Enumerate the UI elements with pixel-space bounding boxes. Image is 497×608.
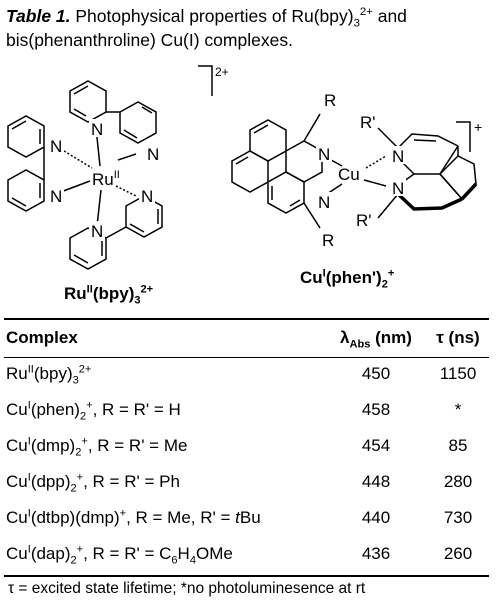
phen-ring-c: [231, 150, 269, 193]
cu-r-bottom: R: [322, 231, 334, 250]
bpy-bottom-ring-left: [69, 227, 107, 270]
table-rule-header: [4, 357, 489, 358]
cu-r-top: R: [324, 91, 336, 110]
cu-n-left-top: N: [318, 145, 330, 164]
header-lifetime: τ (ns): [436, 328, 480, 347]
ru-bpy-structure: 2+ N N N N: [7, 65, 229, 270]
table-row: CuI(dap)2+, R = R' = C6H4OMe 436 260: [6, 536, 488, 572]
cell-complex: RuII(bpy)32+: [6, 363, 92, 387]
cu-charge: +: [474, 119, 482, 135]
ru-atom: RuII: [92, 169, 120, 189]
header-complex: Complex: [6, 328, 78, 347]
cell-abs: 450: [361, 364, 391, 383]
cell-complex: CuI(phen)2+, R = R' = H: [6, 399, 181, 423]
cell-complex: CuI(dpp)2+, R = R' = Ph: [6, 471, 180, 495]
table-footnote: τ = excited state lifetime; *no photolum…: [8, 580, 366, 597]
table-row: CuI(dpp)2+, R = R' = Ph 448 280: [6, 464, 488, 500]
bpy-left-ring-top: [7, 115, 45, 158]
caption-lead: Table 1.: [6, 6, 71, 26]
chemical-structures: 2+ N N N N: [7, 65, 482, 270]
caption-sup: 2+: [359, 6, 373, 19]
caption-text-2: and bis(phenanthroline) Cu(I) complexes.: [6, 6, 407, 50]
cell-abs: 436: [361, 544, 391, 563]
ru-structure-label: RuII(bpy)32+: [64, 283, 154, 307]
ru-n-bottom: N: [91, 222, 103, 241]
cell-tau: 85: [448, 436, 468, 455]
bpy-left-ring-bottom: [7, 169, 45, 212]
table-caption: Table 1. Photophysical properties of Ru(…: [6, 4, 494, 52]
caption-text: Photophysical properties of Ru(bpy): [70, 6, 354, 26]
table-rule-top: [4, 318, 489, 320]
phen-ring-d: [267, 171, 305, 214]
cell-tau: 260: [443, 544, 473, 563]
photophysics-table: Complex λAbs (nm) τ (ns) RuII(bpy)32+ 45…: [6, 320, 488, 572]
table-rule-bottom: [4, 575, 489, 577]
cell-tau: 1150: [439, 364, 477, 383]
cu-rprime-bottom: R': [356, 211, 372, 230]
bpy-top-ring-left: [69, 80, 107, 123]
table-row: RuII(bpy)32+ 450 1150: [6, 356, 488, 392]
bpy-top-ring-right: [119, 101, 157, 144]
ru-charge: 2+: [215, 65, 229, 79]
cell-tau: *: [454, 400, 462, 419]
cu-n-right-bottom: N: [392, 179, 404, 198]
cell-complex: CuI(dtbp)(dmp)+, R = Me, R' = tBu: [6, 507, 261, 527]
cu-rprime-top: R': [360, 113, 376, 132]
cell-complex: CuI(dmp)2+, R = R' = Me: [6, 435, 188, 459]
cu-n-left-bottom: N: [318, 193, 330, 212]
ru-n-left-bottom: N: [50, 187, 62, 206]
table-row: CuI(phen)2+, R = R' = H 458 *: [6, 392, 488, 428]
ru-n-top: N: [91, 120, 103, 139]
table-header-row: Complex λAbs (nm) τ (ns): [6, 320, 488, 356]
cu-structure-label: CuI(phen')2+: [300, 267, 395, 291]
table-row: CuI(dmp)2+, R = R' = Me 454 85: [6, 428, 488, 464]
cell-abs: 440: [361, 508, 391, 527]
cu-phen-structure: + N N N: [231, 91, 482, 250]
cell-abs: 454: [361, 436, 391, 455]
cell-abs: 448: [361, 472, 391, 491]
cell-tau: 730: [443, 508, 473, 527]
table-row: CuI(dtbp)(dmp)+, R = Me, R' = tBu 440 73…: [6, 500, 488, 536]
cell-complex: CuI(dap)2+, R = R' = C6H4OMe: [6, 543, 233, 567]
cu-n-right-top: N: [392, 147, 404, 166]
ru-n-bottom-right: N: [141, 187, 153, 206]
header-absorption: λAbs (nm): [340, 328, 412, 351]
caption-sub: 3: [353, 17, 360, 30]
cell-abs: 458: [361, 400, 391, 419]
cu-atom: Cu: [338, 165, 360, 184]
ru-n-left-top: N: [50, 137, 62, 156]
ru-n-right: N: [147, 145, 159, 164]
cell-tau: 280: [443, 472, 473, 491]
